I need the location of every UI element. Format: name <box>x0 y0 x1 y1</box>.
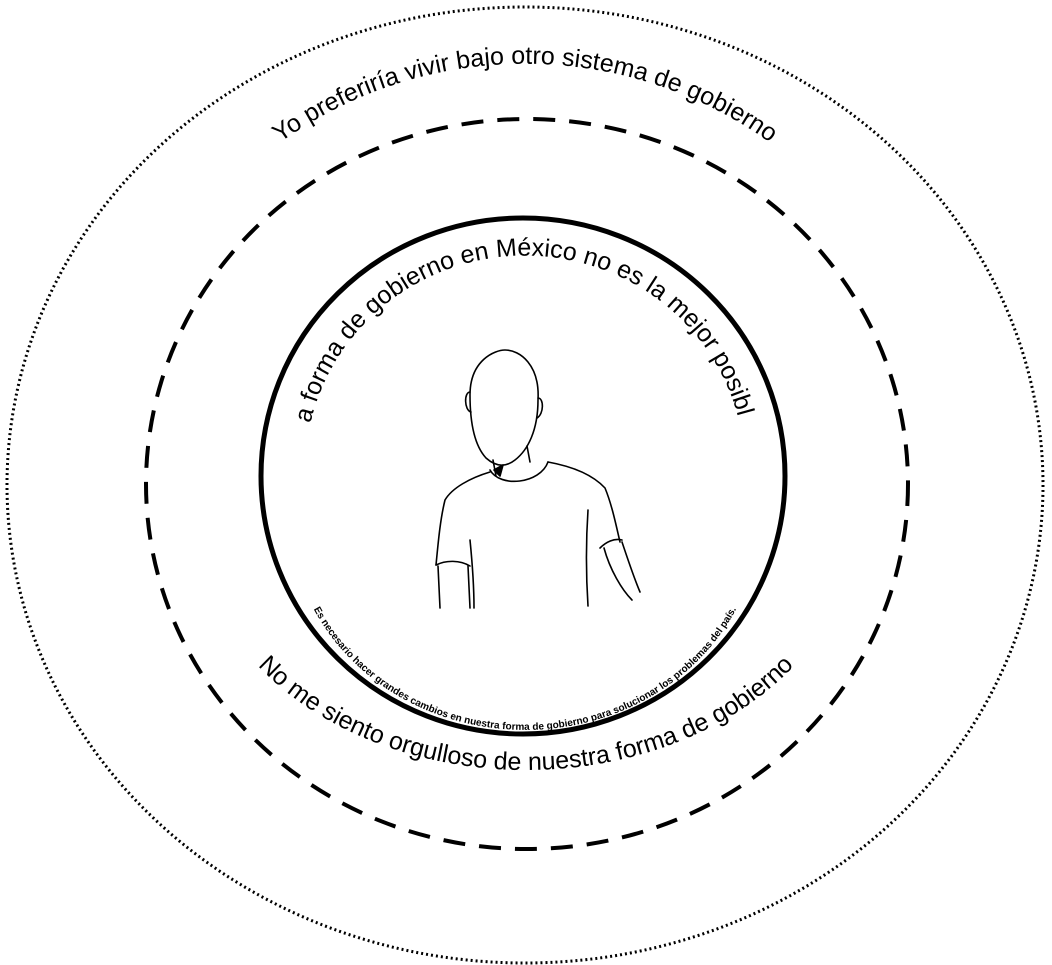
outer-ring-label: Yo preferiría vivir bajo otro sistema de… <box>267 42 782 148</box>
person-sketch-icon <box>436 350 640 608</box>
middle-ring-label: No me siento orgulloso de nuestra forma … <box>253 650 798 776</box>
inner-ring-bottom-label: Es necesario hacer grandes cambios en nu… <box>311 605 739 733</box>
outer-dotted-ring <box>7 7 1043 963</box>
inner-solid-ring <box>261 218 785 734</box>
